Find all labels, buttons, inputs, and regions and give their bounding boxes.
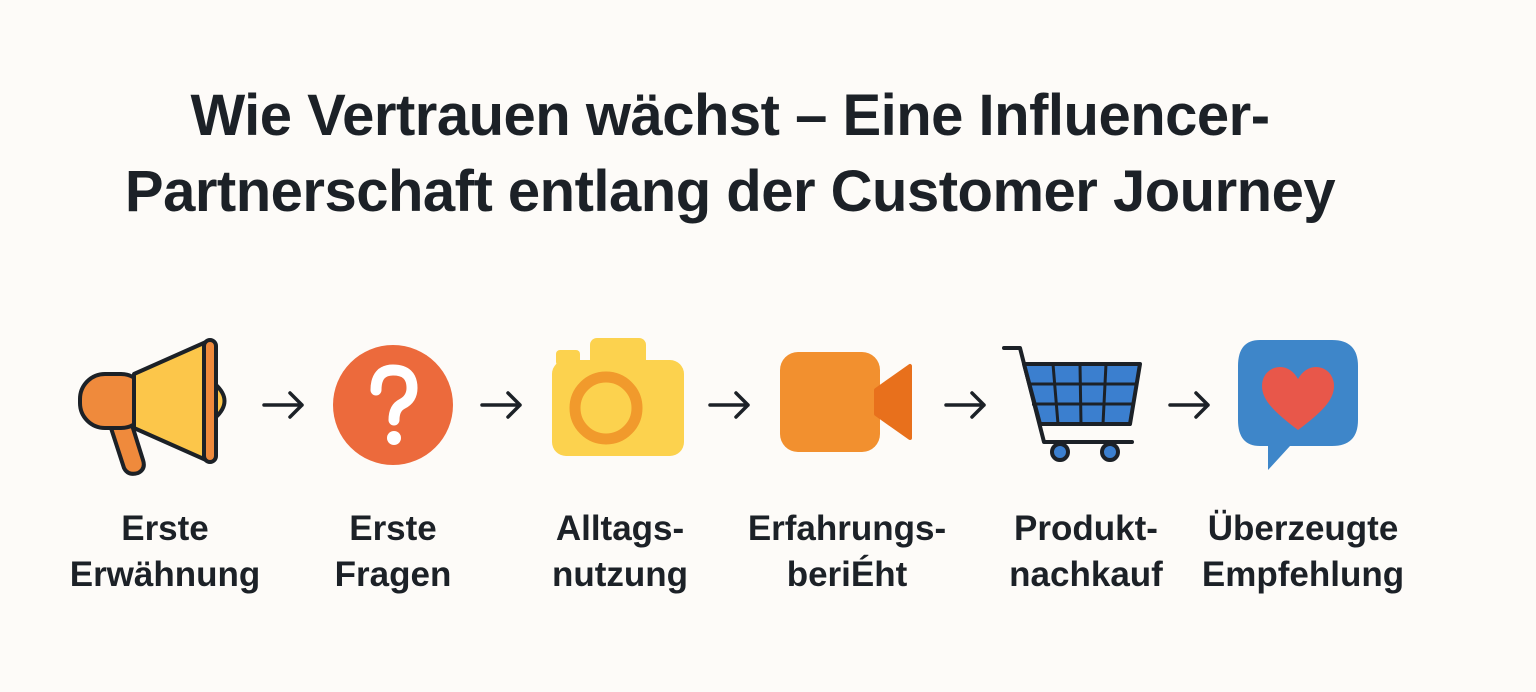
step-experience-report xyxy=(776,330,916,480)
step-repurchase xyxy=(1000,330,1150,480)
step-label: Erste Fragen xyxy=(273,506,513,598)
arrow-2 xyxy=(480,385,524,425)
arrow-1 xyxy=(262,385,306,425)
step-first-mention xyxy=(72,330,242,480)
label-line-1: Erste xyxy=(349,509,437,548)
step-first-questions xyxy=(330,330,460,480)
label-line-2: beriÉht xyxy=(786,555,908,594)
step-convinced-recommendation xyxy=(1234,330,1364,480)
label-line-2: Erwähnung xyxy=(69,555,261,594)
camera-icon xyxy=(552,338,684,456)
label-line-1: Überzeugte xyxy=(1207,509,1399,548)
step-label: Erfahrungs- beriÉht xyxy=(727,506,967,598)
label-line-2: Fragen xyxy=(334,555,452,594)
heart-chat-icon xyxy=(1238,340,1358,470)
megaphone-icon xyxy=(78,338,227,476)
label-line-1: Erste xyxy=(121,509,209,548)
page-title: Wie Vertrauen wächst – Eine Influencer- … xyxy=(0,78,1460,230)
step-label: Überzeugte Empfehlung xyxy=(1183,506,1423,598)
arrow-3 xyxy=(708,385,752,425)
question-icon xyxy=(333,345,453,465)
label-line-1: Erfahrungs- xyxy=(747,509,947,548)
label-line-2: nutzung xyxy=(551,555,689,594)
step-label: Alltags- nutzung xyxy=(500,506,740,598)
title-line-1: Wie Vertrauen wächst – Eine Influencer- xyxy=(190,83,1270,148)
label-line-2: Empfehlung xyxy=(1201,555,1405,594)
title-line-2: Partnerschaft entlang der Customer Journ… xyxy=(124,159,1336,224)
step-label: Produkt- nachkauf xyxy=(966,506,1206,598)
video-camera-icon xyxy=(780,352,912,452)
arrow-5 xyxy=(1168,385,1212,425)
shopping-cart-icon xyxy=(1002,346,1142,462)
arrow-4 xyxy=(944,385,988,425)
label-line-1: Alltags- xyxy=(555,509,685,548)
step-daily-use xyxy=(548,330,688,480)
label-line-2: nachkauf xyxy=(1009,555,1163,594)
label-line-1: Produkt- xyxy=(1014,509,1158,548)
step-label: Erste Erwähnung xyxy=(45,506,285,598)
